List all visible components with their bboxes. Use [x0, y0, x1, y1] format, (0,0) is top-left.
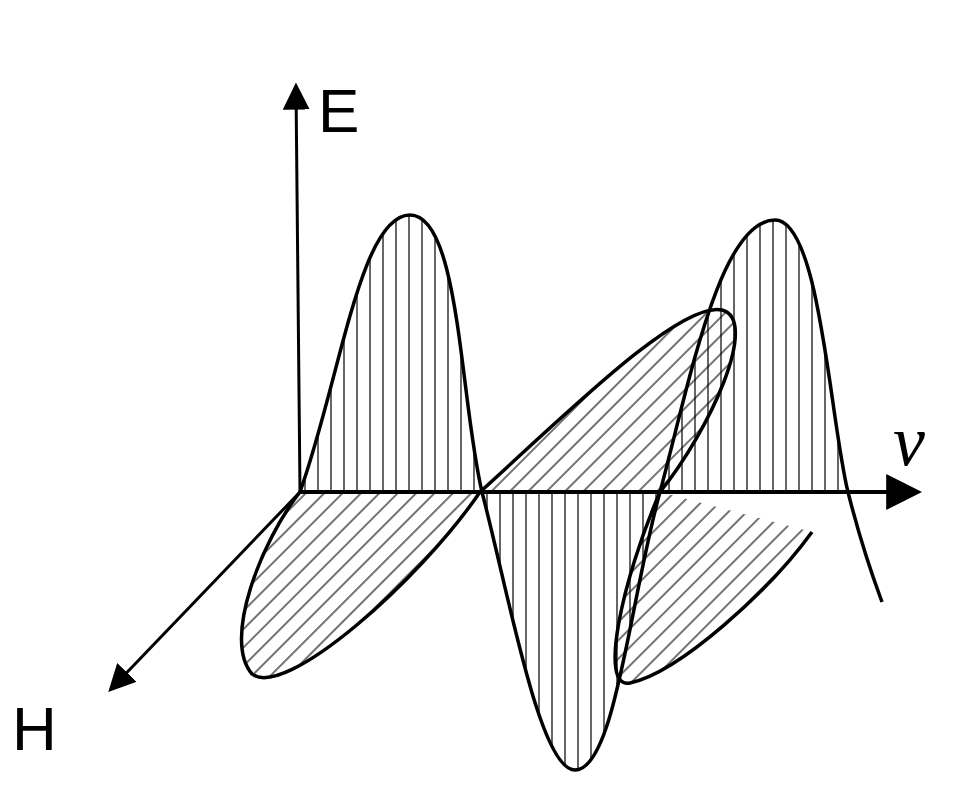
- propagation-axis: [300, 490, 915, 494]
- h-lobe: [241, 492, 480, 678]
- e-lobe: [660, 220, 848, 492]
- axis-label: E: [318, 80, 359, 142]
- e-lobe: [482, 492, 660, 770]
- axis-label: v: [893, 405, 925, 477]
- e-axis: [296, 88, 300, 492]
- axis-label: H: [12, 698, 57, 760]
- e-lobe: [300, 215, 482, 492]
- h-axis: [112, 492, 300, 688]
